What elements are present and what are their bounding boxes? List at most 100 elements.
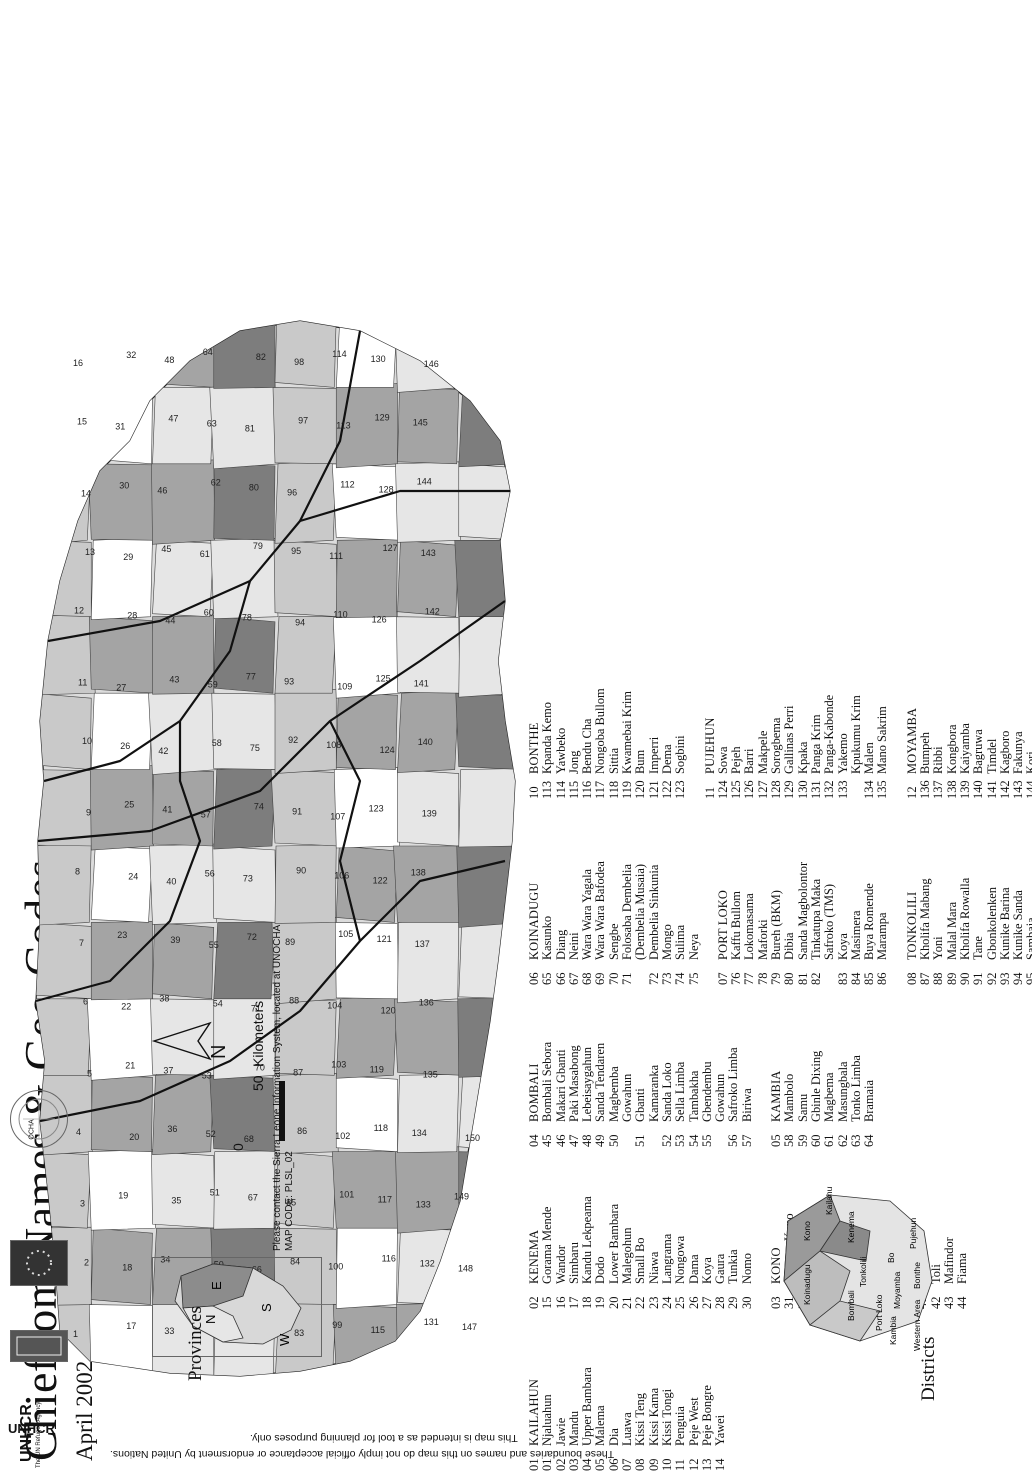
chiefdom-code-label: 54 bbox=[213, 999, 223, 1009]
chiefdom-code-label: 6 bbox=[83, 997, 88, 1007]
chiefdom-row: 84Masimera bbox=[849, 809, 863, 985]
chiefdom-name: Buya Romende bbox=[862, 883, 877, 960]
district-code: 07 bbox=[715, 972, 730, 985]
chiefdom-row: 28Gaura bbox=[713, 1133, 727, 1309]
chiefdom-code: 18 bbox=[580, 1296, 595, 1309]
chiefdom-row: 127Makpele bbox=[756, 623, 770, 799]
chiefdom-code: 71 bbox=[620, 972, 635, 985]
chiefdom-code-label: 106 bbox=[334, 870, 349, 880]
chiefdom-row: 95Sambaia bbox=[1024, 809, 1032, 985]
chiefdom-name: Kaiyamba bbox=[957, 723, 972, 774]
chiefdom-code-label: 79 bbox=[253, 541, 263, 551]
chiefdom-code: 95 bbox=[1024, 972, 1032, 985]
chiefdom-name: Kissi Kama bbox=[646, 1387, 661, 1446]
chiefdom-code-label: 2 bbox=[84, 1257, 89, 1267]
chiefdom-code-label: 77 bbox=[246, 671, 256, 681]
chiefdom-code-label: 36 bbox=[167, 1124, 177, 1134]
chiefdom-code: 90 bbox=[957, 972, 972, 985]
chiefdom-code: 09 bbox=[646, 1458, 661, 1471]
chiefdom-name: Panga Krim bbox=[808, 714, 823, 774]
chiefdom-code-label: 143 bbox=[421, 548, 436, 558]
contact-note: Please contact the Sierra Leone Informat… bbox=[272, 924, 283, 1251]
district-name: KOINADUGU bbox=[527, 882, 541, 960]
chiefdom-code-label: 130 bbox=[371, 354, 386, 364]
chiefdom-area bbox=[394, 321, 463, 393]
chiefdom-code: 55 bbox=[699, 1134, 714, 1147]
chiefdom-area bbox=[458, 768, 515, 848]
chiefdom-row: 20Lower Bambara bbox=[607, 1133, 621, 1309]
chiefdom-name: Wara Wara Yagala bbox=[580, 868, 595, 960]
chiefdom-code-label: 51 bbox=[210, 1188, 220, 1198]
chiefdom-row: 69Wara Wara Bafodea bbox=[593, 809, 607, 985]
chiefdom-code-label: 102 bbox=[335, 1131, 350, 1141]
chiefdom-name: Dembelia Sinkunia bbox=[646, 864, 661, 960]
chiefdom-code-label: 70 bbox=[255, 1062, 265, 1072]
chiefdom-row: 118Sittia bbox=[606, 623, 621, 799]
chiefdom-row: 13Peje Bongre bbox=[700, 1295, 714, 1471]
svg-text:Kambia: Kambia bbox=[888, 1316, 898, 1345]
chiefdom-code: 12 bbox=[686, 1458, 701, 1471]
chiefdom-area bbox=[270, 769, 341, 847]
chiefdom-name: Koya bbox=[835, 933, 850, 960]
chiefdom-code: 76 bbox=[729, 972, 744, 985]
chiefdom-code-label: 3 bbox=[80, 1199, 85, 1209]
chiefdom-name: Njaluahun bbox=[540, 1394, 555, 1446]
chiefdom-name: Kpanda Kemo bbox=[540, 702, 555, 774]
chiefdom-code-label: 108 bbox=[326, 740, 341, 750]
unhcr-mark: UNHCR The UN Refugee Agency bbox=[10, 1402, 60, 1470]
chiefdom-row: 90Kholifa Rowalla bbox=[957, 809, 972, 985]
chiefdom-row: Gowahun bbox=[620, 971, 634, 1147]
chiefdom-code: 94 bbox=[1011, 972, 1026, 985]
chiefdom-name: Mongo bbox=[659, 924, 674, 960]
chiefdom-code: 120 bbox=[633, 780, 648, 799]
chiefdom-name: Nongowa bbox=[673, 1235, 688, 1284]
chiefdom-area bbox=[458, 612, 515, 698]
chiefdom-code: 79 bbox=[769, 972, 784, 985]
chiefdom-code-label: 46 bbox=[157, 485, 167, 495]
chiefdom-row: 14Yawei bbox=[713, 1295, 727, 1471]
chiefdom-code-label: 53 bbox=[202, 1070, 212, 1080]
chiefdom-code: 73 bbox=[659, 972, 674, 985]
chiefdom-row: 55Gbendembu bbox=[699, 971, 714, 1147]
chiefdom-area bbox=[332, 1304, 401, 1376]
chiefdom-area bbox=[396, 1302, 461, 1376]
chiefdom-name: Luawa bbox=[620, 1412, 635, 1446]
chiefdom-code: 24 bbox=[659, 1296, 674, 1309]
chiefdom-code: 53 bbox=[673, 1134, 688, 1147]
district-code: 02 bbox=[527, 1296, 541, 1309]
chiefdom-row: 75Neya bbox=[687, 809, 701, 985]
chiefdom-code-label: 139 bbox=[422, 809, 437, 819]
chiefdom-name: Diang bbox=[553, 929, 568, 960]
chiefdom-code: 22 bbox=[633, 1296, 648, 1309]
chiefdom-row: 93Kunike Barina bbox=[998, 809, 1012, 985]
chiefdom-area bbox=[152, 615, 215, 695]
chiefdom-code-label: 111 bbox=[329, 551, 343, 561]
chiefdom-code-label: 104 bbox=[327, 1001, 342, 1011]
district-name: BOMBALI bbox=[527, 1063, 541, 1122]
chiefdom-row: 49Sanda Tendaren bbox=[593, 971, 607, 1147]
chiefdom-code-label: 37 bbox=[163, 1065, 173, 1075]
chiefdom-name: Bumpeh bbox=[918, 732, 933, 774]
chiefdom-code: 133 bbox=[835, 780, 850, 799]
chiefdom-name: Sittia bbox=[606, 747, 621, 774]
chiefdom-name: Sulima bbox=[673, 924, 688, 960]
chiefdom-code-label: 63 bbox=[207, 419, 217, 429]
chiefdom-name: Kissi Teng bbox=[633, 1393, 648, 1446]
chiefdom-code-label: 30 bbox=[119, 480, 129, 490]
chiefdom-code-label: 27 bbox=[116, 682, 126, 692]
chiefdom-code-label: 83 bbox=[294, 1328, 304, 1338]
chiefdom-row: 05Malema bbox=[593, 1295, 607, 1471]
chiefdom-row: 52Sanda Loko bbox=[660, 971, 674, 1147]
chiefdom-name: Kholifa Mabang bbox=[918, 878, 933, 960]
chiefdom-code-label: 21 bbox=[125, 1060, 135, 1070]
chiefdom-code: 137 bbox=[931, 780, 946, 799]
chiefdom-row: 116Bendu Cha bbox=[580, 623, 594, 799]
chiefdom-code: 87 bbox=[918, 972, 933, 985]
chiefdom-code-label: 117 bbox=[378, 1195, 392, 1205]
chiefdom-name: Niawa bbox=[646, 1251, 661, 1284]
district-border bbox=[37, 600, 506, 843]
district-border bbox=[47, 330, 362, 643]
chiefdom-code-label: 32 bbox=[126, 350, 136, 360]
